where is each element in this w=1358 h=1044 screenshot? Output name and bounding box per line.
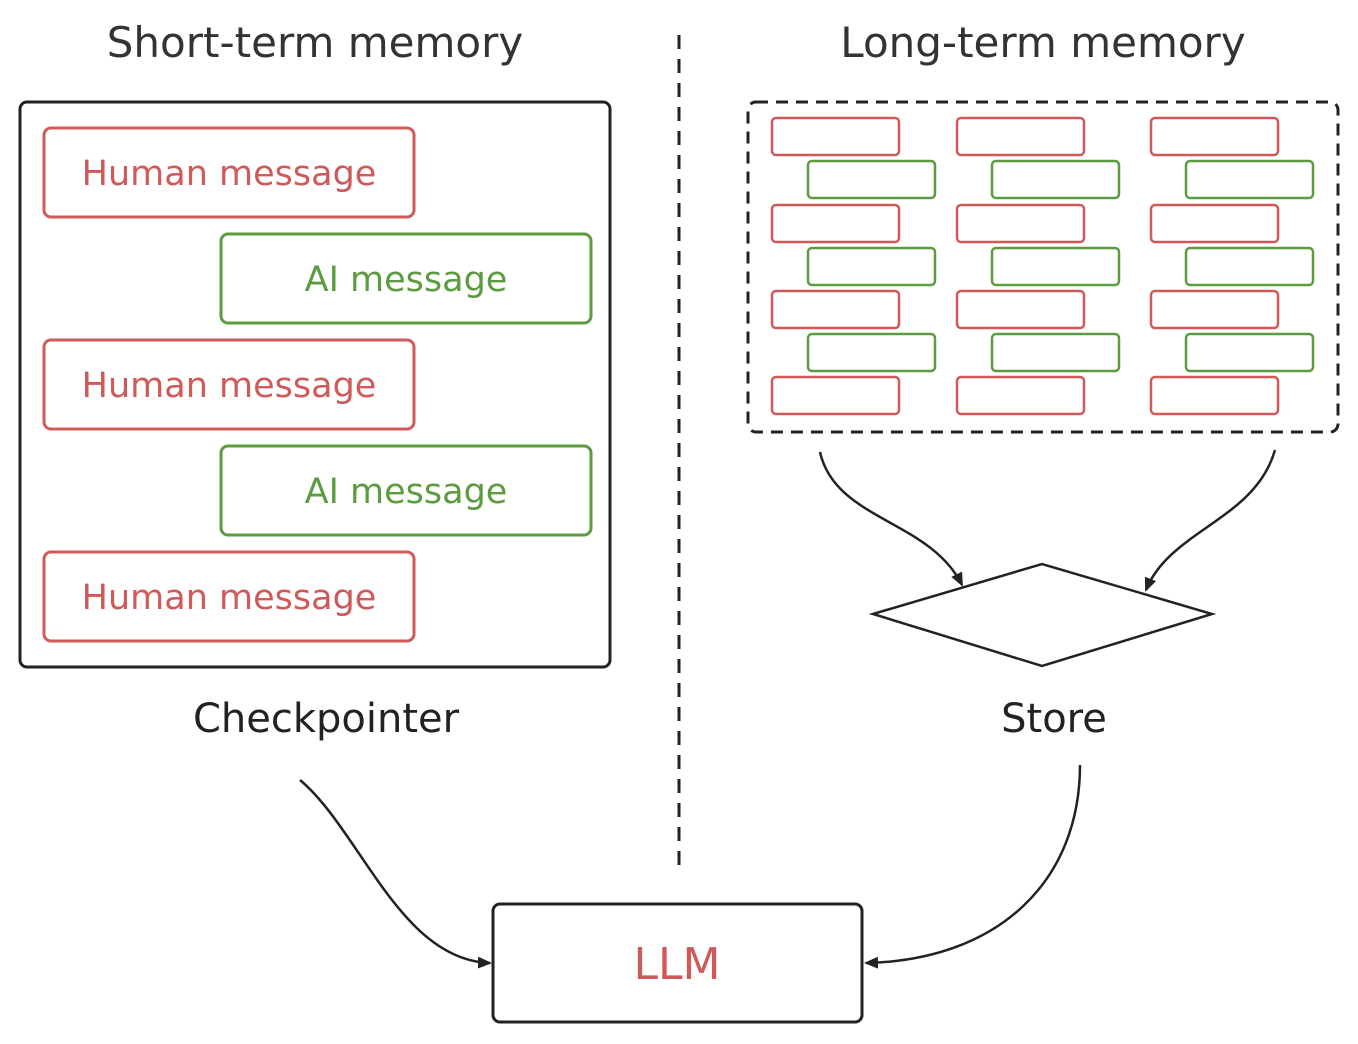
- mini-human-message: [955, 375, 1086, 416]
- mini-human-message: [770, 289, 901, 330]
- arrow-to-store-left: [818, 451, 964, 587]
- mini-ai-message: [1184, 159, 1315, 200]
- long-term-message-grid: [770, 116, 1315, 416]
- mini-human-message: [770, 375, 901, 416]
- arrow-checkpointer-to-llm: [299, 779, 492, 969]
- mini-ai-message: [1184, 246, 1315, 287]
- ai-message-label: AI message: [305, 260, 508, 300]
- llm-label: LLM: [634, 939, 721, 990]
- long-term-store-frame: [746, 100, 1340, 434]
- mini-human-message: [770, 203, 901, 244]
- store-label: Store: [1001, 696, 1107, 742]
- human-message-label: Human message: [82, 154, 377, 194]
- arrow-store-to-llm: [864, 764, 1082, 969]
- mini-human-message: [1149, 203, 1280, 244]
- human-message-box: [42, 338, 416, 431]
- human-message-box: [42, 126, 416, 219]
- mini-ai-message: [1184, 332, 1315, 373]
- short-term-messages: Human message AI message Human message A…: [42, 126, 593, 643]
- mini-human-message: [955, 116, 1086, 157]
- mini-ai-message: [990, 159, 1121, 200]
- ai-message-label: AI message: [305, 472, 508, 512]
- mini-human-message: [1149, 289, 1280, 330]
- mini-ai-message: [990, 332, 1121, 373]
- arrow-to-store-right: [1144, 449, 1277, 592]
- short-term-heading: Short-term memory: [107, 18, 523, 67]
- human-message-label: Human message: [82, 366, 377, 406]
- mini-human-message: [1149, 375, 1280, 416]
- mini-ai-message: [806, 159, 937, 200]
- ai-message-box: [219, 444, 593, 537]
- mini-ai-message: [806, 332, 937, 373]
- long-term-heading: Long-term memory: [840, 18, 1245, 67]
- checkpointer-label: Checkpointer: [193, 696, 460, 742]
- human-message-box: [42, 550, 416, 643]
- mini-human-message: [1149, 116, 1280, 157]
- llm-box: [491, 902, 864, 1024]
- human-message-label: Human message: [82, 578, 377, 618]
- mini-ai-message: [990, 246, 1121, 287]
- checkpointer-frame: [18, 100, 612, 669]
- ai-message-box: [219, 232, 593, 325]
- mini-human-message: [770, 116, 901, 157]
- mini-ai-message: [806, 246, 937, 287]
- mini-human-message: [955, 289, 1086, 330]
- diamond-store-icon: [868, 562, 1217, 668]
- mini-human-message: [955, 203, 1086, 244]
